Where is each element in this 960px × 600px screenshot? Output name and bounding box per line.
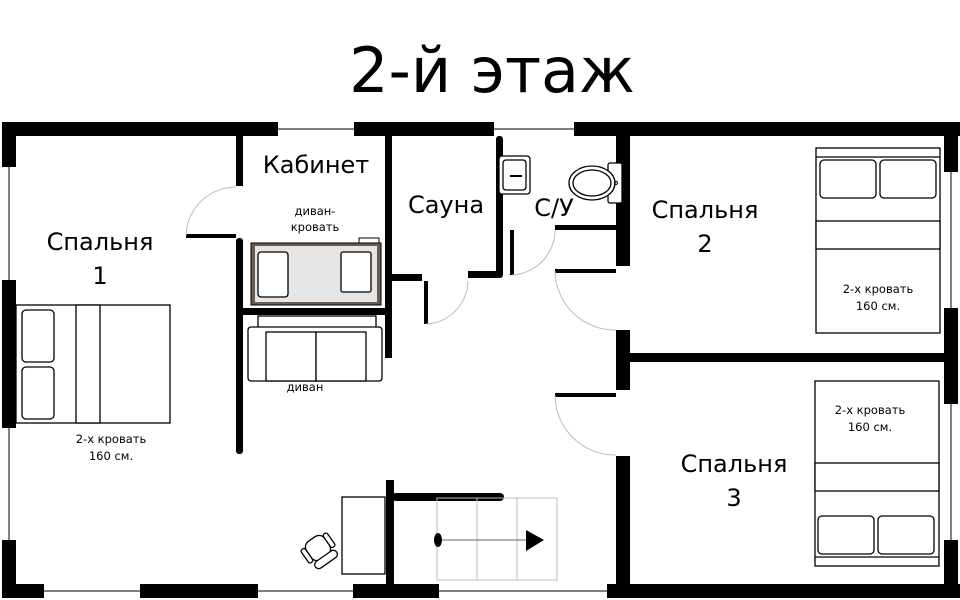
- bed-3-size: 160 см.: [848, 420, 892, 434]
- sofa-label: диван: [287, 380, 324, 394]
- staircase: [434, 497, 558, 581]
- room-label-bedroom-1: Спальня: [47, 228, 154, 256]
- doors: [185, 186, 617, 456]
- bed-1: [15, 304, 171, 424]
- sofa-bed: [250, 237, 382, 306]
- room-label-bedroom-2: Спальня: [652, 196, 759, 224]
- bed-2-size: 160 см.: [856, 299, 900, 313]
- outer-walls: [2, 122, 960, 598]
- sink-icon: [498, 155, 531, 195]
- bed-3: [814, 380, 940, 567]
- room-number-bedroom-3: 3: [726, 484, 741, 512]
- room-label-wc: С/У: [534, 194, 574, 222]
- room-number-bedroom-1: 1: [92, 262, 107, 290]
- room-label-sauna: Сауна: [408, 191, 484, 219]
- stair-start-icon: [434, 533, 442, 547]
- bed-1-label: 2-х кровать: [76, 432, 147, 446]
- desk: [341, 496, 386, 575]
- stair-direction-arrow-icon: [526, 530, 544, 551]
- sofa: [247, 315, 383, 382]
- windows: [8, 128, 952, 592]
- room-number-bedroom-2: 2: [697, 230, 712, 258]
- toilet-icon: [568, 162, 623, 204]
- bed-2-label: 2-х кровать: [843, 282, 914, 296]
- page-title: 2-й этаж: [349, 34, 635, 107]
- bed-3-label: 2-х кровать: [835, 403, 906, 417]
- bed-2: [815, 147, 941, 334]
- bed-1-size: 160 см.: [89, 449, 133, 463]
- room-label-office: Кабинет: [263, 151, 370, 179]
- room-label-bedroom-3: Спальня: [681, 450, 788, 478]
- sofa-bed-label-line2: кровать: [291, 220, 340, 234]
- sofa-bed-label-line1: диван-: [295, 204, 336, 218]
- office-chair: [300, 532, 339, 570]
